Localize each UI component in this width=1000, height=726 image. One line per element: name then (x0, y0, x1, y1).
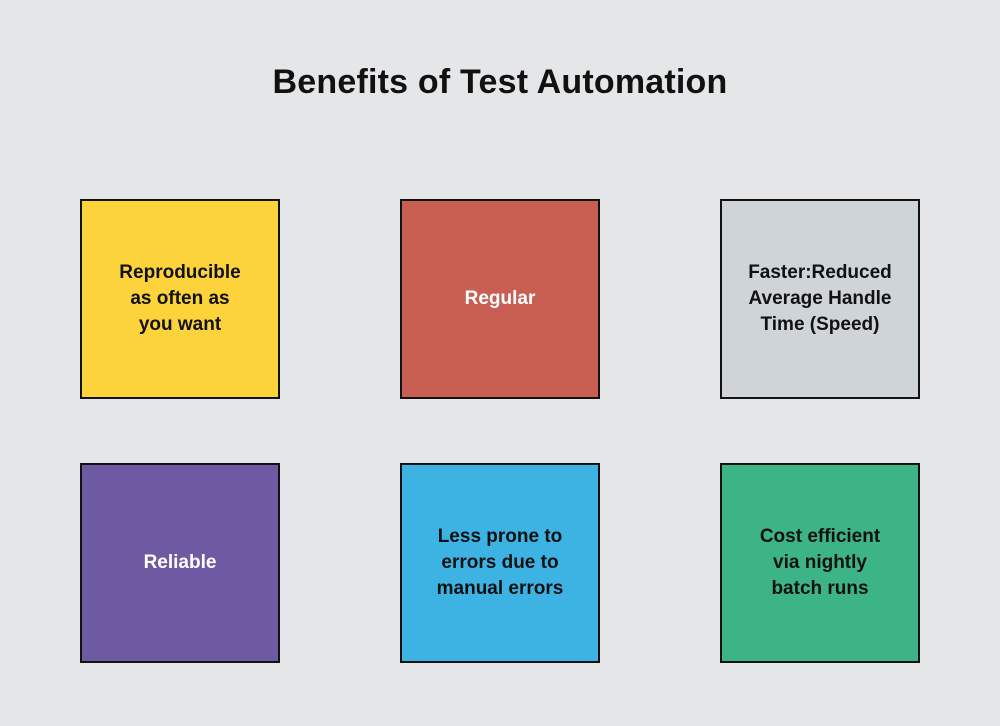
benefit-card-label: Cost efficient via nightly batch runs (759, 526, 881, 599)
benefit-card-label: Less prone to errors due to manual error… (436, 526, 564, 599)
benefit-card-label: Regular (464, 288, 536, 309)
benefit-card-reproducible[interactable]: Reproducible as often as you want (80, 199, 280, 399)
benefits-card-grid: Reproducible as often as you want Regula… (80, 199, 920, 663)
benefit-card-label: Reproducible as often as you want (119, 262, 241, 335)
benefit-card-label: Reliable (143, 552, 217, 573)
benefit-card-regular[interactable]: Regular (400, 199, 600, 399)
benefit-card-faster[interactable]: Faster:Reduced Average Handle Time (Spee… (720, 199, 920, 399)
benefit-card-less-prone-to-errors[interactable]: Less prone to errors due to manual error… (400, 463, 600, 663)
benefit-card-label: Faster:Reduced Average Handle Time (Spee… (748, 262, 892, 335)
page-title: Benefits of Test Automation (272, 63, 728, 101)
benefit-card-reliable[interactable]: Reliable (80, 463, 280, 663)
benefit-card-cost-efficient[interactable]: Cost efficient via nightly batch runs (720, 463, 920, 663)
